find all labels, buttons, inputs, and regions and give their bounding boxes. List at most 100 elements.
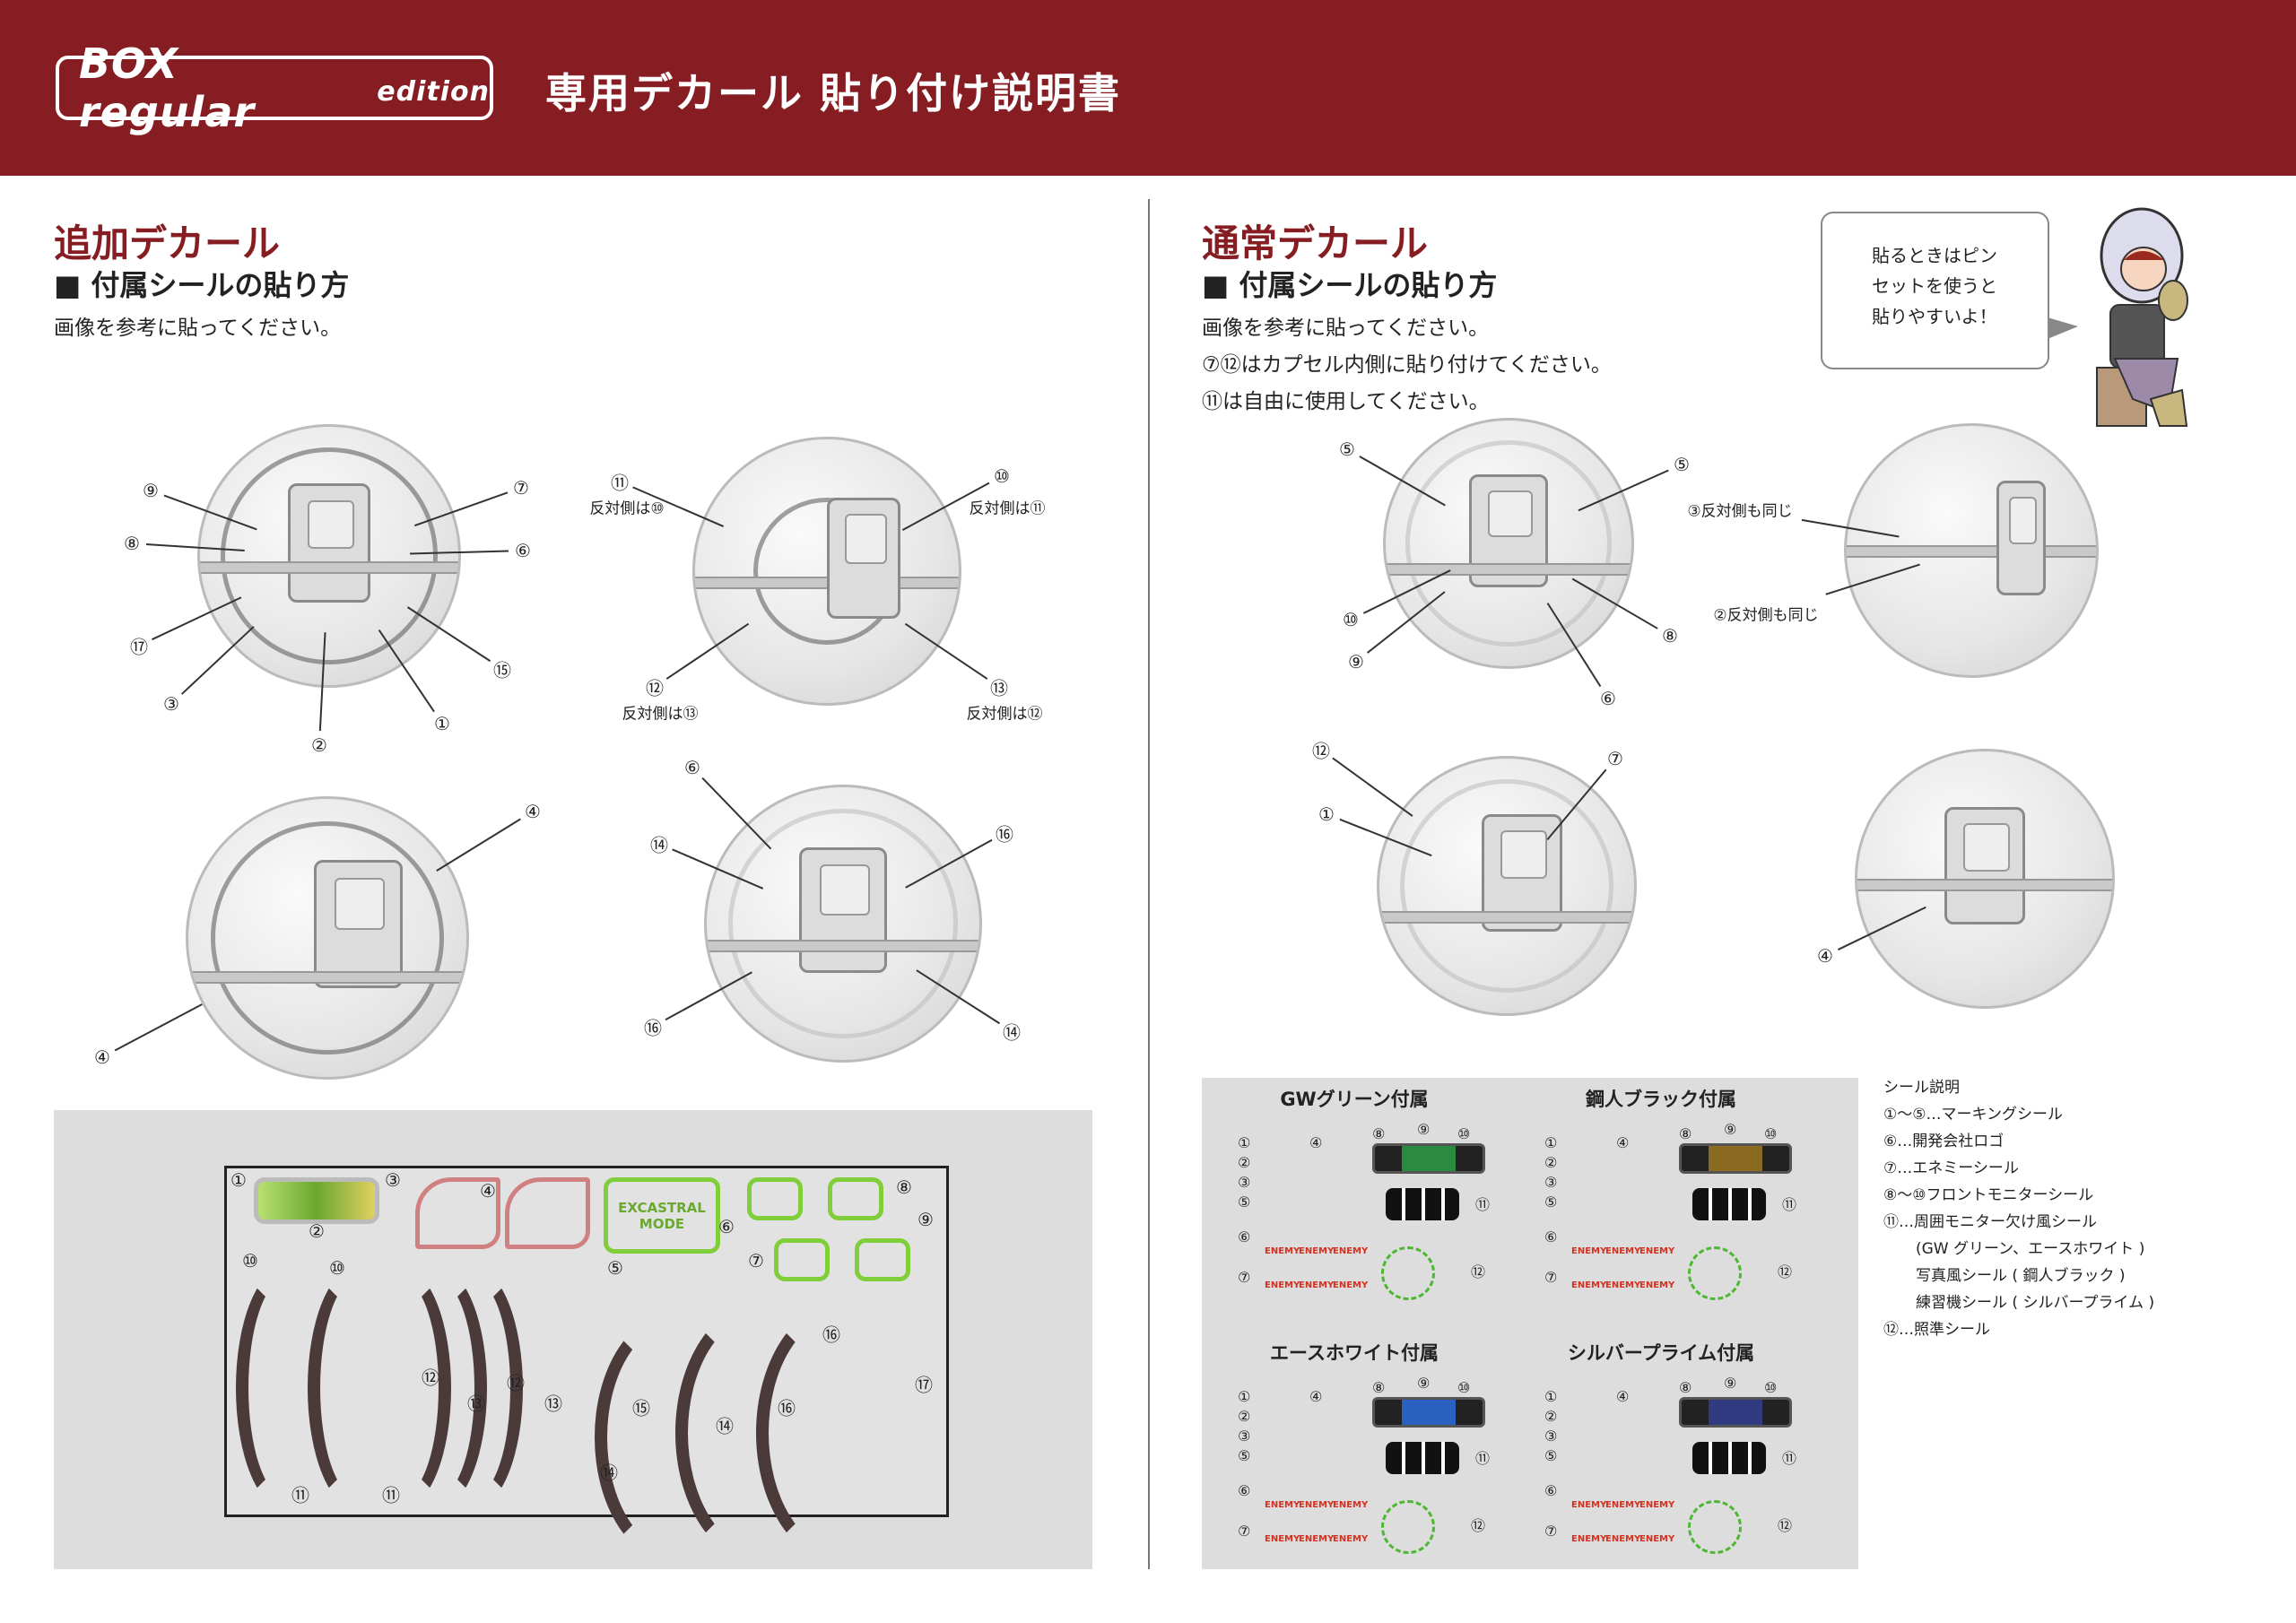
legend-item: ⑦…エネミーシール (1883, 1159, 2019, 1177)
capsule-diagram-angled (186, 796, 469, 1080)
sticker-number: ⑪ (1475, 1450, 1491, 1467)
quadrant-title: 鋼人ブラック付属 (1586, 1089, 1736, 1110)
enemy-sticker: ENEMY (1333, 1534, 1369, 1544)
callout-label: ⑧ (124, 533, 140, 554)
right-subheading: ■ 付属シールの貼り方 (1202, 268, 1498, 302)
sticker-number: ⑤ (1238, 1193, 1251, 1211)
sheet-number: ⑬ (467, 1393, 485, 1415)
sticker-number: ⑨ (1724, 1121, 1737, 1138)
callout-label: ⑧ (1662, 625, 1678, 647)
sheet-number: ⑪ (291, 1484, 309, 1506)
sticker-number: ① (1238, 1134, 1251, 1151)
sticker-legend: シール説明 ①〜⑤…マーキングシール ⑥…開発会社ロゴ ⑦…エネミーシール ⑧〜… (1883, 1074, 2154, 1343)
legend-item: ⑪…周囲モニター欠け風シール (1883, 1213, 2097, 1231)
callout-label: ① (1318, 803, 1335, 825)
sticker-number: ⑧ (1679, 1379, 1692, 1396)
sheet-number: ⑩ (242, 1250, 258, 1271)
enemy-sticker: ENEMY (1265, 1246, 1300, 1256)
enemy-sticker: ENEMY (1265, 1500, 1300, 1510)
sticker-number: ⑦ (1238, 1269, 1251, 1286)
bubble-line: 貼りやすいよ！ (1872, 306, 1997, 327)
enemy-sticker: ENEMY (1571, 1500, 1607, 1510)
capsule-diagram-normal-angled (1377, 756, 1637, 1016)
sheet-number: ⑥ (718, 1216, 735, 1237)
sticker-monitor (855, 1238, 910, 1281)
sticker-monitor (747, 1177, 803, 1220)
legend-item: ①〜⑤…マーキングシール (1883, 1106, 2063, 1124)
leader-line (436, 818, 521, 872)
sheet-number: ⑭ (600, 1462, 618, 1484)
reticle-sticker (1381, 1246, 1435, 1300)
enemy-sticker: ENEMY (1605, 1280, 1641, 1290)
sticker-monitor (774, 1238, 830, 1281)
callout-label: 反対側は⑬ (622, 705, 699, 724)
sheet-number: ⑫ (507, 1372, 525, 1394)
callout-label: ⑤ (1674, 454, 1690, 475)
capsule-diagram-front (197, 424, 461, 688)
page-title: 専用デカール 貼り付け説明書 (545, 69, 1122, 117)
sheet-number: ⑫ (422, 1367, 439, 1389)
sheet-number: ⑧ (896, 1176, 912, 1198)
callout-label: ⑫ (646, 677, 664, 699)
sheet-number: ⑤ (607, 1257, 623, 1279)
sheet-number: ① (230, 1169, 247, 1191)
sheet-number: ⑮ (632, 1397, 650, 1419)
instruction-line: ⑦⑫はカプセル内側に貼り付けてください。 (1202, 353, 1612, 377)
callout-label: ⑨ (143, 480, 159, 501)
logo-sub-text: edition (377, 75, 490, 108)
left-instruction: 画像を参考に貼ってください。 (54, 317, 342, 340)
sticker-number: ⑤ (1544, 1193, 1558, 1211)
sticker-number: ⑤ (1544, 1447, 1558, 1464)
sticker-number: ⑦ (1238, 1523, 1251, 1540)
sticker-number: ⑫ (1471, 1263, 1486, 1280)
enemy-sticker: ENEMY (1265, 1534, 1300, 1544)
callout-label: ②反対側も同じ (1713, 606, 1819, 625)
sheet-number: ⑪ (382, 1484, 400, 1506)
callout-label: ① (434, 713, 450, 734)
sticker-number: ③ (1238, 1428, 1251, 1445)
callout-label: ③反対側も同じ (1687, 502, 1793, 521)
sticker-number: ③ (1544, 1428, 1558, 1445)
sheet-number: ③ (385, 1169, 401, 1191)
front-monitor-sticker (1679, 1143, 1792, 1174)
legend-item: 練習機シール ( シルバープライム ) (1916, 1294, 2155, 1312)
sticker-marking (254, 1177, 379, 1224)
sticker-number: ② (1238, 1408, 1251, 1425)
mascot-character-illustration (2096, 207, 2188, 427)
callout-label: ⑥ (1600, 688, 1616, 709)
callout-label: ⑮ (493, 659, 511, 681)
surround-monitor-sticker (1386, 1442, 1459, 1474)
surround-monitor-sticker (1386, 1188, 1459, 1220)
sticker-number: ⑫ (1778, 1517, 1793, 1534)
callout-label: ⑩ (994, 465, 1010, 487)
sticker-number: ① (1238, 1388, 1251, 1405)
enemy-sticker: ENEMY (1333, 1246, 1369, 1256)
callout-label: ⑭ (1003, 1021, 1021, 1044)
sticker-number: ⑩ (1457, 1379, 1471, 1396)
front-monitor-sticker (1372, 1397, 1485, 1428)
sticker-number: ⑩ (1457, 1125, 1471, 1142)
sticker-monitor (828, 1177, 883, 1220)
sheet-number: ⑭ (716, 1415, 734, 1437)
sticker-logo (415, 1177, 500, 1249)
callout-label: ④ (525, 801, 541, 822)
right-instructions: 画像を参考に貼ってください。 ⑦⑫はカプセル内側に貼り付けてください。 ⑪は自由… (1202, 310, 1612, 421)
frame-sticker (756, 1303, 926, 1563)
sticker-number: ④ (1616, 1388, 1630, 1405)
sheet-number: ⑯ (778, 1397, 796, 1419)
sticker-number: ② (1544, 1408, 1558, 1425)
callout-label: ⑥ (684, 757, 700, 778)
sheet-number: ⑰ (915, 1374, 933, 1396)
sticker-number: ⑨ (1417, 1375, 1431, 1392)
sheet-number: ② (309, 1220, 325, 1242)
added-decal-sheet: EXCASTRAL MODE (224, 1166, 949, 1563)
left-subheading: ■ 付属シールの貼り方 (54, 268, 350, 302)
enemy-sticker: ENEMY (1639, 1246, 1675, 1256)
reticle-sticker (1381, 1500, 1435, 1554)
sticker-number: ⑧ (1372, 1379, 1386, 1396)
quadrant-title: エースホワイト付属 (1270, 1342, 1439, 1364)
sticker-number: ⑧ (1372, 1125, 1386, 1142)
enemy-sticker: ENEMY (1571, 1246, 1607, 1256)
